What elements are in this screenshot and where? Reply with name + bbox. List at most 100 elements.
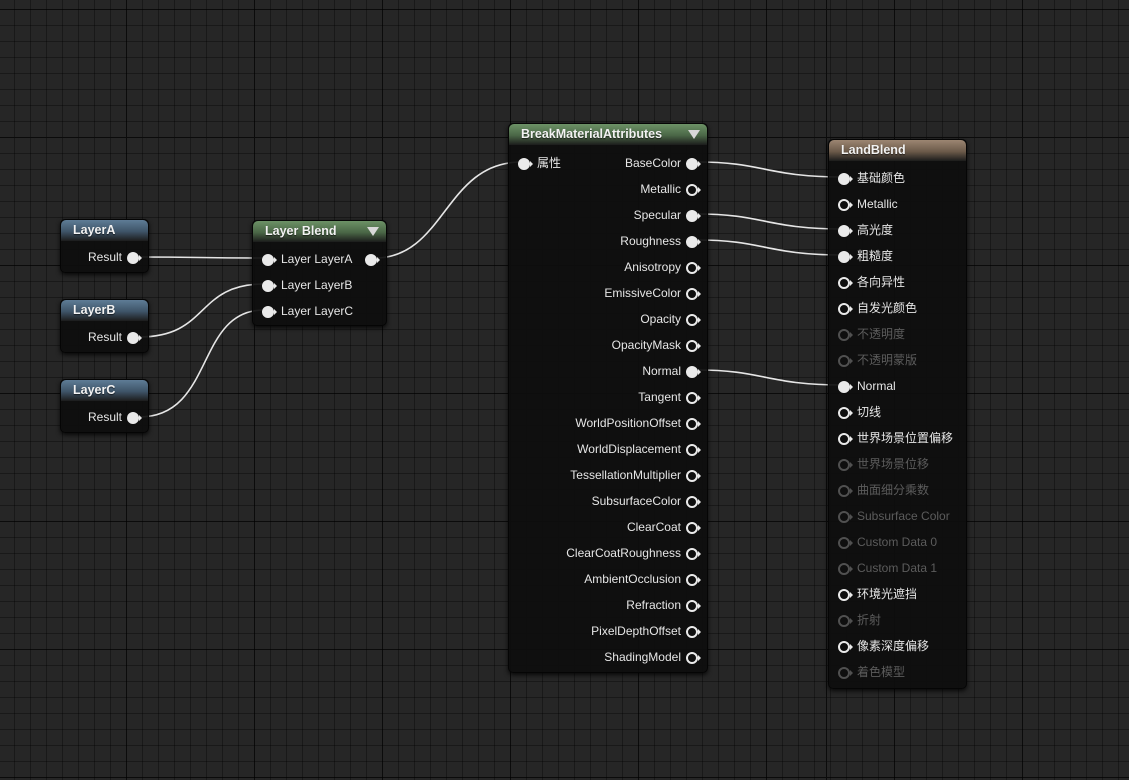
pin-row-emissivecolor[interactable]: EmissiveColor xyxy=(604,284,701,302)
pin-row-custom-data-0: Custom Data 0 xyxy=(838,533,937,551)
pin-row-tangent[interactable]: Tangent xyxy=(638,388,701,406)
output-pin-icon[interactable] xyxy=(686,547,701,560)
pin-row-tessellationmultiplier[interactable]: TessellationMultiplier xyxy=(570,466,701,484)
pin-row-ambientocclusion[interactable]: AmbientOcclusion xyxy=(584,570,701,588)
pin-row-base-color[interactable]: 基础颜色 xyxy=(838,169,905,187)
input-pin-icon[interactable] xyxy=(262,253,277,266)
input-pin-icon[interactable] xyxy=(838,198,853,211)
pin-row-worlddisplacement[interactable]: WorldDisplacement xyxy=(577,440,701,458)
pin-row-world-position-offset[interactable]: 世界场景位置偏移 xyxy=(838,429,953,447)
pin-row-metallic[interactable]: Metallic xyxy=(838,195,898,213)
output-pin-icon[interactable] xyxy=(686,521,701,534)
output-pin-icon[interactable] xyxy=(686,651,701,664)
node-layer-blend[interactable]: Layer Blend Layer LayerA Layer LayerB La… xyxy=(252,220,387,326)
pin-row-specular[interactable]: Specular xyxy=(634,206,701,224)
pin-label: ClearCoatRoughness xyxy=(566,546,681,560)
pin-row-layer-c[interactable]: Layer LayerC xyxy=(262,302,353,320)
input-pin-icon[interactable] xyxy=(262,279,277,292)
pin-row-subsurfacecolor[interactable]: SubsurfaceColor xyxy=(592,492,701,510)
node-layer-b[interactable]: LayerB Result xyxy=(60,299,149,353)
node-title[interactable]: LandBlend xyxy=(829,140,966,161)
pin-row-opacitymask[interactable]: OpacityMask xyxy=(612,336,701,354)
pin-row-roughness[interactable]: 粗糙度 xyxy=(838,247,893,265)
output-pin-icon[interactable] xyxy=(686,599,701,612)
node-title[interactable]: BreakMaterialAttributes xyxy=(509,124,707,145)
pin-row-clearcoatroughness[interactable]: ClearCoatRoughness xyxy=(566,544,701,562)
pin-row-emissive-color[interactable]: 自发光颜色 xyxy=(838,299,917,317)
node-land-blend[interactable]: LandBlend 基础颜色 Metallic 高光度 粗糙度 各向异性 自发光… xyxy=(828,139,967,689)
input-pin-icon[interactable] xyxy=(838,224,853,237)
pin-row-metallic[interactable]: Metallic xyxy=(640,180,701,198)
output-pin-icon[interactable] xyxy=(686,235,701,248)
pin-row-shadingmodel[interactable]: ShadingModel xyxy=(604,648,701,666)
input-pin-icon[interactable] xyxy=(838,250,853,263)
pin-row-attributes[interactable]: 属性 xyxy=(518,154,561,172)
node-title[interactable]: Layer Blend xyxy=(253,221,386,242)
node-title[interactable]: LayerC xyxy=(61,380,148,401)
output-pin-icon[interactable] xyxy=(365,253,380,266)
output-pin-icon[interactable] xyxy=(686,157,701,170)
pin-row-anisotropy[interactable]: 各向异性 xyxy=(838,273,905,291)
pin-row-layer-a[interactable]: Layer LayerA xyxy=(262,250,352,268)
pin-label: Metallic xyxy=(640,182,681,196)
output-pin-icon[interactable] xyxy=(127,411,142,424)
input-pin-icon[interactable] xyxy=(838,380,853,393)
output-pin-icon[interactable] xyxy=(686,625,701,638)
pin-row-ambient-occlusion[interactable]: 环境光遮挡 xyxy=(838,585,917,603)
pin-row-layer-b[interactable]: Layer LayerB xyxy=(262,276,352,294)
pin-row-result[interactable]: Result xyxy=(88,248,142,266)
pin-row-opacity[interactable]: Opacity xyxy=(640,310,701,328)
pin-row-specular[interactable]: 高光度 xyxy=(838,221,893,239)
input-pin-icon[interactable] xyxy=(518,157,533,170)
collapse-arrow-icon[interactable] xyxy=(688,130,700,139)
pin-row-clearcoat[interactable]: ClearCoat xyxy=(627,518,701,536)
output-pin-icon[interactable] xyxy=(686,495,701,508)
pin-row-result[interactable]: Result xyxy=(88,408,142,426)
pin-row-pixeldepthoffset[interactable]: PixelDepthOffset xyxy=(591,622,701,640)
pin-row-basecolor[interactable]: BaseColor xyxy=(625,154,701,172)
pin-row-anisotropy[interactable]: Anisotropy xyxy=(624,258,701,276)
output-pin-icon[interactable] xyxy=(686,183,701,196)
output-pin-icon[interactable] xyxy=(686,391,701,404)
input-pin-icon[interactable] xyxy=(262,305,277,318)
node-title[interactable]: LayerB xyxy=(61,300,148,321)
node-break-material-attributes[interactable]: BreakMaterialAttributes 属性 BaseColor Met… xyxy=(508,123,708,673)
pin-row-result[interactable]: Result xyxy=(88,328,142,346)
input-pin-icon[interactable] xyxy=(838,640,853,653)
output-pin-icon[interactable] xyxy=(686,443,701,456)
node-layer-c[interactable]: LayerC Result xyxy=(60,379,149,433)
pin-row-normal[interactable]: Normal xyxy=(642,362,701,380)
output-pin-icon[interactable] xyxy=(686,365,701,378)
pin-row-tangent[interactable]: 切线 xyxy=(838,403,881,421)
output-pin-icon[interactable] xyxy=(686,209,701,222)
input-pin-icon[interactable] xyxy=(838,588,853,601)
input-pin-icon[interactable] xyxy=(838,302,853,315)
wire-basecolor xyxy=(696,161,845,178)
output-pin-icon[interactable] xyxy=(686,469,701,482)
pin-label: 着色模型 xyxy=(857,665,906,679)
pin-row-roughness[interactable]: Roughness xyxy=(620,232,701,250)
output-pin-icon[interactable] xyxy=(686,339,701,352)
pin-label: 基础颜色 xyxy=(857,171,906,185)
pin-row-custom-data-1: Custom Data 1 xyxy=(838,559,937,577)
output-pin-icon[interactable] xyxy=(686,287,701,300)
pin-row-pixel-depth-offset[interactable]: 像素深度偏移 xyxy=(838,637,929,655)
pin-row-output[interactable] xyxy=(360,250,380,268)
pin-row-worldpositionoffset[interactable]: WorldPositionOffset xyxy=(575,414,701,432)
pin-label: Custom Data 0 xyxy=(857,535,938,549)
input-pin-icon[interactable] xyxy=(838,172,853,185)
output-pin-icon[interactable] xyxy=(127,251,142,264)
node-title[interactable]: LayerA xyxy=(61,220,148,241)
output-pin-icon[interactable] xyxy=(686,313,701,326)
pin-row-refraction[interactable]: Refraction xyxy=(626,596,701,614)
collapse-arrow-icon[interactable] xyxy=(367,227,379,236)
output-pin-icon[interactable] xyxy=(127,331,142,344)
output-pin-icon[interactable] xyxy=(686,417,701,430)
input-pin-icon[interactable] xyxy=(838,276,853,289)
pin-row-normal[interactable]: Normal xyxy=(838,377,896,395)
input-pin-icon[interactable] xyxy=(838,432,853,445)
input-pin-icon[interactable] xyxy=(838,406,853,419)
output-pin-icon[interactable] xyxy=(686,573,701,586)
output-pin-icon[interactable] xyxy=(686,261,701,274)
node-layer-a[interactable]: LayerA Result xyxy=(60,219,149,273)
